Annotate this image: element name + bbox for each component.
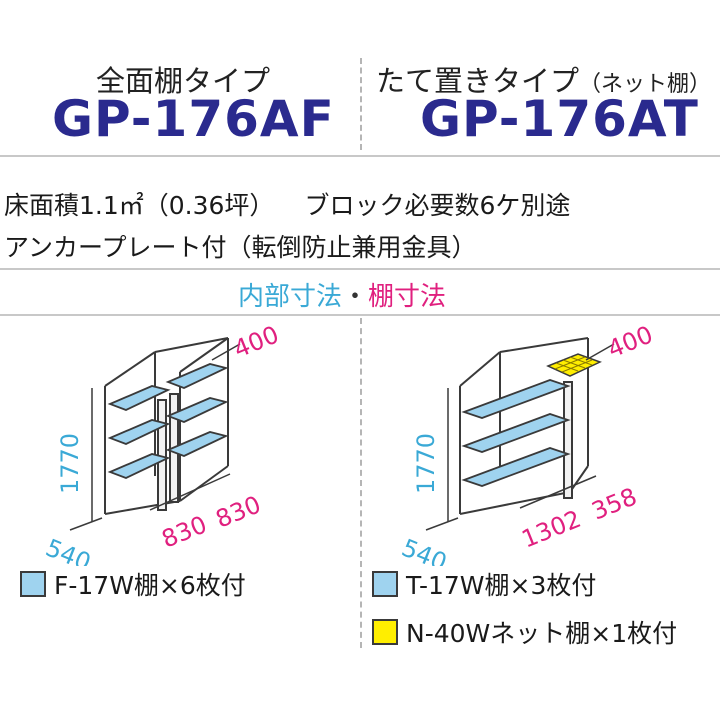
left-dim-width-a: 830	[158, 510, 211, 553]
section-title: 内部寸法・棚寸法	[238, 276, 446, 313]
left-dim-width-line	[149, 473, 231, 511]
floor-area: 床面積1.1㎡（0.36坪）	[4, 191, 275, 220]
left-frame-bottom-right	[179, 465, 229, 502]
right-dim-depth-line	[585, 343, 615, 361]
left-type-label: 全面棚タイプ	[96, 64, 271, 98]
right-legend-item-1: T-17W棚×3枚付	[372, 566, 596, 602]
left-model-number: GP-176AF	[52, 90, 335, 148]
right-legend-swatch-blue	[372, 571, 398, 597]
left-dim-side-line	[69, 517, 103, 531]
left-shelf-diagram: 400 1770 830 830 540	[42, 320, 283, 566]
right-frame-bottom-front	[459, 491, 571, 515]
right-shelf-diagram: 400 1770 1302 358 540	[400, 320, 657, 566]
right-model-number: GP-176AT	[420, 90, 699, 148]
left-dim-height: 1770	[56, 433, 84, 494]
left-dim-width-b: 830	[212, 490, 265, 533]
left-dim-depth: 400	[230, 320, 283, 363]
right-legend-label-2: N-40Wネット棚×1枚付	[406, 619, 678, 648]
section-dot: ・	[342, 282, 369, 312]
left-frame-bottom-front	[104, 500, 181, 515]
right-frame-back-top	[499, 337, 589, 353]
info-line-1: 床面積1.1㎡（0.36坪） ブロック必要数6ケ別途	[4, 186, 570, 222]
left-shelf-6	[165, 431, 229, 457]
body-divider	[360, 318, 362, 648]
right-shelf-3	[461, 447, 571, 487]
info-rule	[0, 268, 720, 270]
left-legend-swatch-blue	[20, 571, 46, 597]
header-divider	[360, 58, 362, 150]
right-type-note: （ネット棚）	[579, 72, 712, 97]
right-dim-depth: 400	[604, 320, 657, 363]
left-shelf-1	[107, 385, 171, 411]
left-frame-back-top	[154, 337, 229, 353]
block-count: ブロック必要数6ケ別途	[304, 191, 571, 220]
left-legend-item: F-17W棚×6枚付	[20, 566, 246, 602]
left-shelf-2	[107, 419, 171, 445]
left-frame-front-top	[104, 351, 156, 387]
left-dim-side: 540	[42, 534, 95, 566]
header-rule	[0, 155, 720, 157]
left-shelf-5	[165, 397, 229, 423]
left-shelf-4	[165, 363, 229, 389]
right-dim-side: 540	[400, 534, 451, 566]
section-shelf-dim: 棚寸法	[368, 282, 447, 312]
left-shelf-3	[107, 453, 171, 479]
right-dim-height: 1770	[412, 433, 440, 494]
section-rule	[0, 314, 720, 316]
left-legend-label: F-17W棚×6枚付	[54, 571, 246, 600]
right-dim-width-b: 358	[588, 482, 641, 525]
right-shelf-1	[461, 379, 571, 419]
left-dim-depth-line	[211, 343, 241, 361]
left-frame-front-right-top	[179, 337, 229, 373]
right-type-label: たて置きタイプ（ネット棚）	[376, 64, 712, 98]
right-dim-width-a: 1302	[518, 505, 585, 554]
right-legend-swatch-yellow	[372, 619, 398, 645]
right-frame-front-top	[459, 351, 501, 387]
section-inner-dim: 内部寸法	[238, 282, 343, 312]
right-legend-label-1: T-17W棚×3枚付	[406, 571, 597, 600]
right-center-post	[563, 381, 573, 499]
right-dim-side-line	[425, 517, 459, 531]
right-legend-item-2: N-40Wネット棚×1枚付	[372, 614, 677, 650]
info-line-2: アンカープレート付（転倒防止兼用金具）	[4, 233, 477, 262]
right-shelf-2	[461, 413, 571, 453]
right-dim-width-line	[519, 475, 597, 509]
